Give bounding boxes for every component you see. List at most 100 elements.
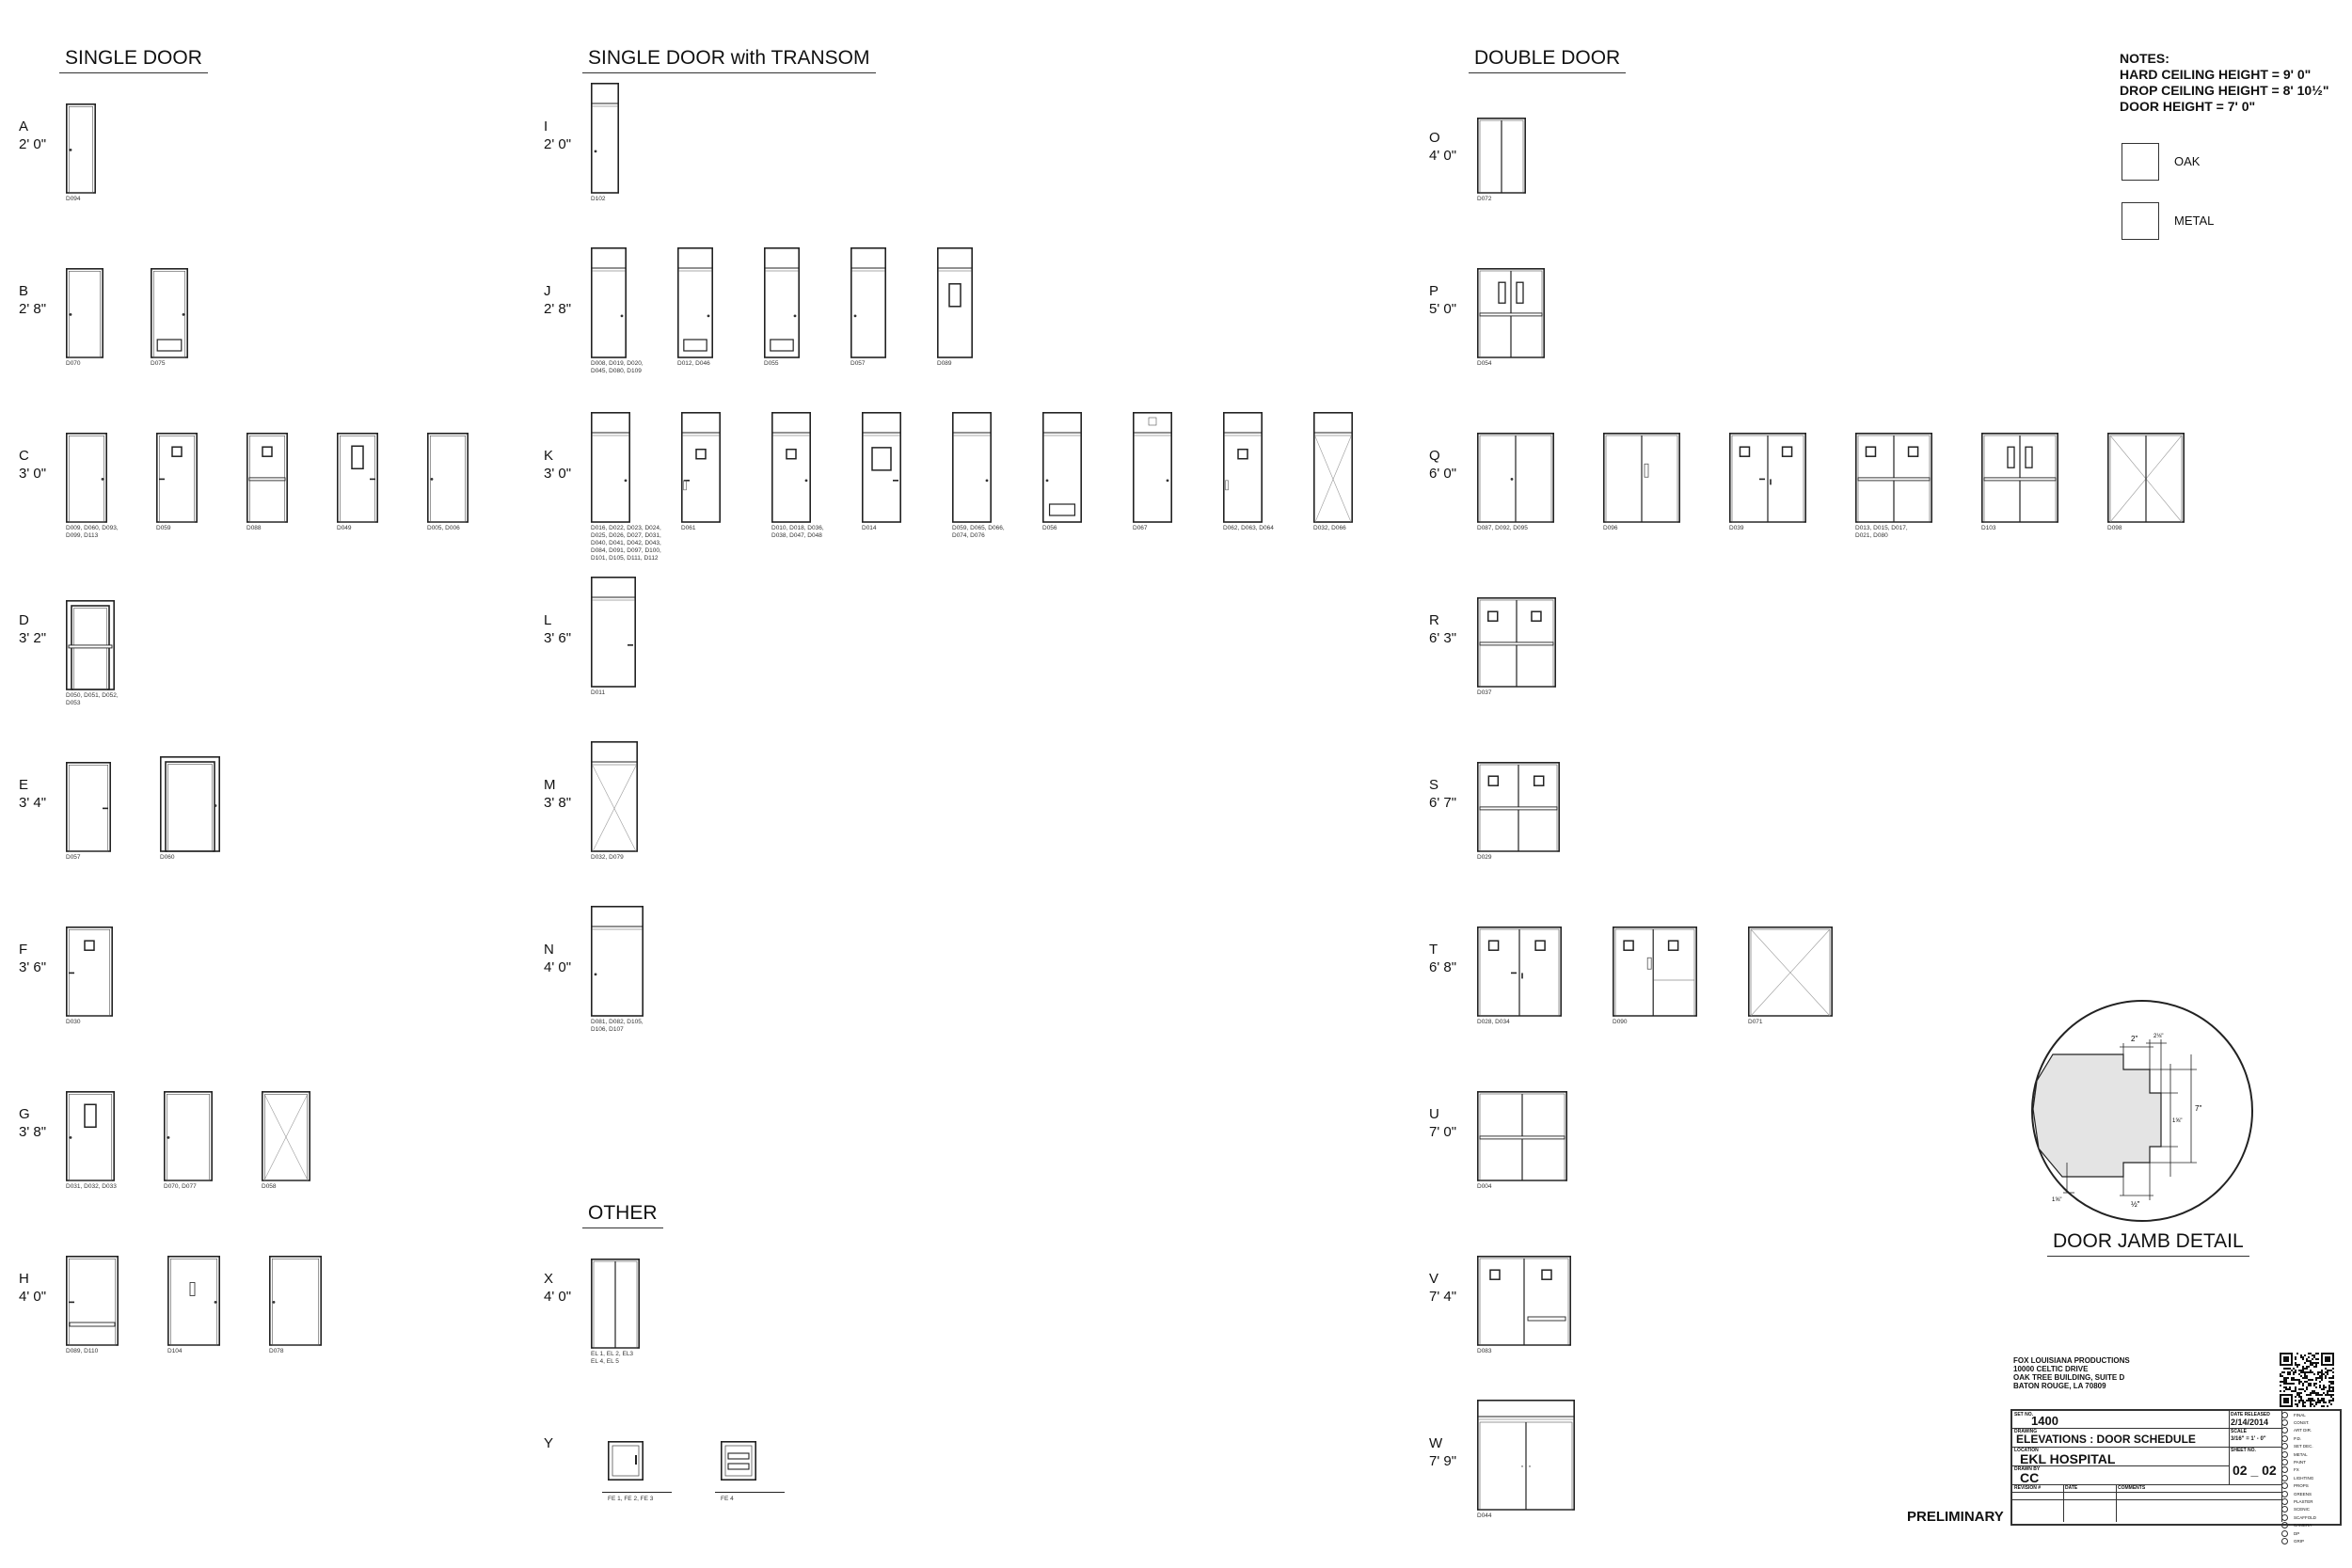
door-elevation-s1	[1477, 762, 1561, 852]
checklist-label: FX	[2294, 1467, 2299, 1473]
door-id-label: D089	[937, 360, 952, 367]
date-value: 2/14/2014	[2231, 1418, 2269, 1427]
row-letter: O	[1429, 130, 1440, 146]
door-id-label: D088	[246, 525, 262, 531]
door-id-label: D039	[1729, 525, 1744, 531]
door-id-label: D032, D079	[591, 854, 624, 861]
door-id-label: D087, D092, D095	[1477, 525, 1528, 531]
checklist-item: SCENIC	[2281, 1506, 2338, 1513]
row-letter: H	[19, 1271, 29, 1287]
door-id-label: D058	[262, 1183, 277, 1190]
location-value: EKL HOSPITAL	[2020, 1451, 2116, 1466]
row-letter: G	[19, 1106, 30, 1122]
row-size: 4' 0"	[1429, 148, 1457, 164]
row-letter: C	[19, 448, 29, 464]
row-size: 2' 0"	[19, 136, 47, 152]
date-caption: DATE RELEASED	[2231, 1412, 2270, 1418]
qr-code-icon	[2280, 1353, 2334, 1407]
door-id-label: D028, D034	[1477, 1019, 1510, 1025]
door-id-label: D056	[1042, 525, 1057, 531]
door-id-label: D090	[1613, 1019, 1628, 1025]
checklist-item: PAINT	[2281, 1458, 2338, 1466]
scale-value: 3/16" = 1' - 0"	[2231, 1436, 2266, 1442]
title-block: SET NO. 1400 DATE RELEASED 2/14/2014 DRA…	[2010, 1409, 2342, 1526]
cabinet-base-line	[602, 1492, 672, 1493]
door-elevation-x1	[591, 1259, 641, 1349]
checklist-label: ART DIR.	[2294, 1428, 2312, 1433]
company-city: BATON ROUGE, LA 70809	[2013, 1382, 2106, 1390]
door-elevation-j2	[677, 247, 714, 358]
door-id-label: D057	[850, 360, 866, 367]
row-size: 3' 4"	[19, 795, 47, 811]
door-elevation-k8	[1223, 412, 1263, 523]
checkbox-circle-icon	[2281, 1537, 2288, 1544]
checklist-label: SET DEC.	[2294, 1444, 2313, 1449]
door-elevation-t2	[1613, 927, 1698, 1017]
door-elevation-q3	[1729, 433, 1807, 523]
date-cell: DATE RELEASED 2/14/2014	[2229, 1411, 2282, 1429]
row-size: 2' 0"	[544, 136, 572, 152]
door-elevation-p1	[1477, 268, 1546, 358]
door-id-label: D102	[591, 196, 606, 202]
row-label-o: O 4' 0"	[1429, 129, 1456, 165]
door-elevation-y1	[608, 1441, 644, 1481]
row-size: 4' 0"	[544, 1289, 572, 1305]
door-id-label: D070	[66, 360, 81, 367]
notes-line: HARD CEILING HEIGHT = 9' 0"	[2120, 67, 2312, 82]
sheet-value: 02 _ 02	[2233, 1463, 2277, 1478]
door-id-label: D004	[1477, 1183, 1492, 1190]
checkbox-circle-icon	[2281, 1474, 2288, 1481]
checkbox-circle-icon	[2281, 1450, 2288, 1458]
door-elevation-n1	[591, 906, 644, 1017]
row-letter: U	[1429, 1106, 1439, 1122]
door-elevation-u1	[1477, 1091, 1568, 1181]
jamb-dim-half: ½"	[2131, 1200, 2140, 1209]
notes-title: NOTES:	[2120, 51, 2169, 66]
revision-date-caption: DATE	[2065, 1485, 2078, 1491]
door-jamb-detail-drawing: 2" 2⅛" 1⅝" 7" 1⅝" ½"	[2029, 998, 2255, 1228]
sheet-caption: SHEET NO.	[2231, 1448, 2256, 1453]
row-size: 5' 0"	[1429, 301, 1457, 317]
checklist-label: PLASTER	[2294, 1498, 2313, 1504]
checklist-item: P.D.	[2281, 1434, 2338, 1442]
door-elevation-g3	[262, 1091, 311, 1181]
door-elevation-g1	[66, 1091, 116, 1181]
row-letter: X	[544, 1271, 554, 1287]
scale-caption: SCALE	[2231, 1429, 2247, 1434]
checkbox-circle-icon	[2281, 1522, 2288, 1529]
company-building: OAK TREE BUILDING, SUITE D	[2013, 1373, 2125, 1382]
legend-oak-swatch	[2122, 143, 2159, 181]
scale-cell: SCALE 3/16" = 1' - 0"	[2229, 1428, 2282, 1448]
row-letter: D	[19, 612, 29, 628]
checkbox-circle-icon	[2281, 1443, 2288, 1450]
checklist-item: DP	[2281, 1529, 2338, 1537]
door-elevation-k2	[681, 412, 722, 523]
door-elevation-l1	[591, 577, 637, 688]
heading-other: OTHER	[582, 1202, 663, 1228]
checklist-label: SCENIC	[2294, 1507, 2311, 1513]
door-elevation-c1	[66, 433, 108, 523]
comments-caption: COMMENTS	[2118, 1485, 2146, 1491]
row-letter: A	[19, 119, 29, 135]
checkbox-circle-icon	[2281, 1459, 2288, 1466]
checklist-label: CONST.	[2294, 1420, 2310, 1426]
revision-date-cell: DATE	[2063, 1484, 2117, 1522]
door-id-label: D050, D051, D052, D053	[66, 692, 119, 706]
door-elevation-k1	[591, 412, 631, 523]
checkbox-circle-icon	[2281, 1482, 2288, 1490]
door-elevation-f1	[66, 927, 114, 1017]
jamb-dim-2in: 2"	[2131, 1035, 2137, 1043]
notes-line: DOOR HEIGHT = 7' 0"	[2120, 99, 2256, 114]
door-id-label: D037	[1477, 689, 1492, 696]
row-size: 6' 8"	[1429, 959, 1457, 975]
revision-cell: REVISION #	[2012, 1484, 2064, 1522]
